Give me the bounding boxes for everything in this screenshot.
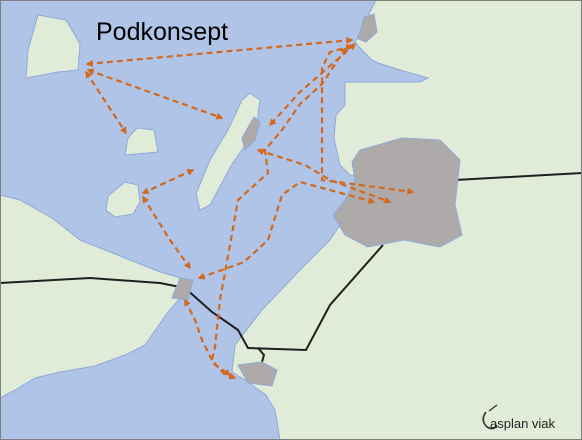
road-west: [0, 276, 186, 289]
island-small-center: [124, 127, 159, 156]
route-hub-west-to-south: [184, 298, 232, 376]
brand-name: asplan viak: [490, 416, 556, 431]
mainland-west: [0, 194, 189, 399]
route-nw-to-long: [86, 68, 224, 120]
hub-north: [357, 13, 378, 43]
island-small-west: [105, 181, 141, 218]
route-small-west-to-hub-west: [142, 195, 191, 270]
island-northwest: [25, 14, 81, 79]
routes: [85, 37, 415, 380]
route-long-to-small-west: [141, 169, 195, 194]
route-city-to-hub-west: [197, 180, 376, 280]
asplan-viak-logo-icon: [482, 404, 498, 430]
road-east: [454, 172, 582, 181]
route-long-to-city: [256, 148, 392, 204]
map-title: Podkonsept: [96, 18, 229, 46]
